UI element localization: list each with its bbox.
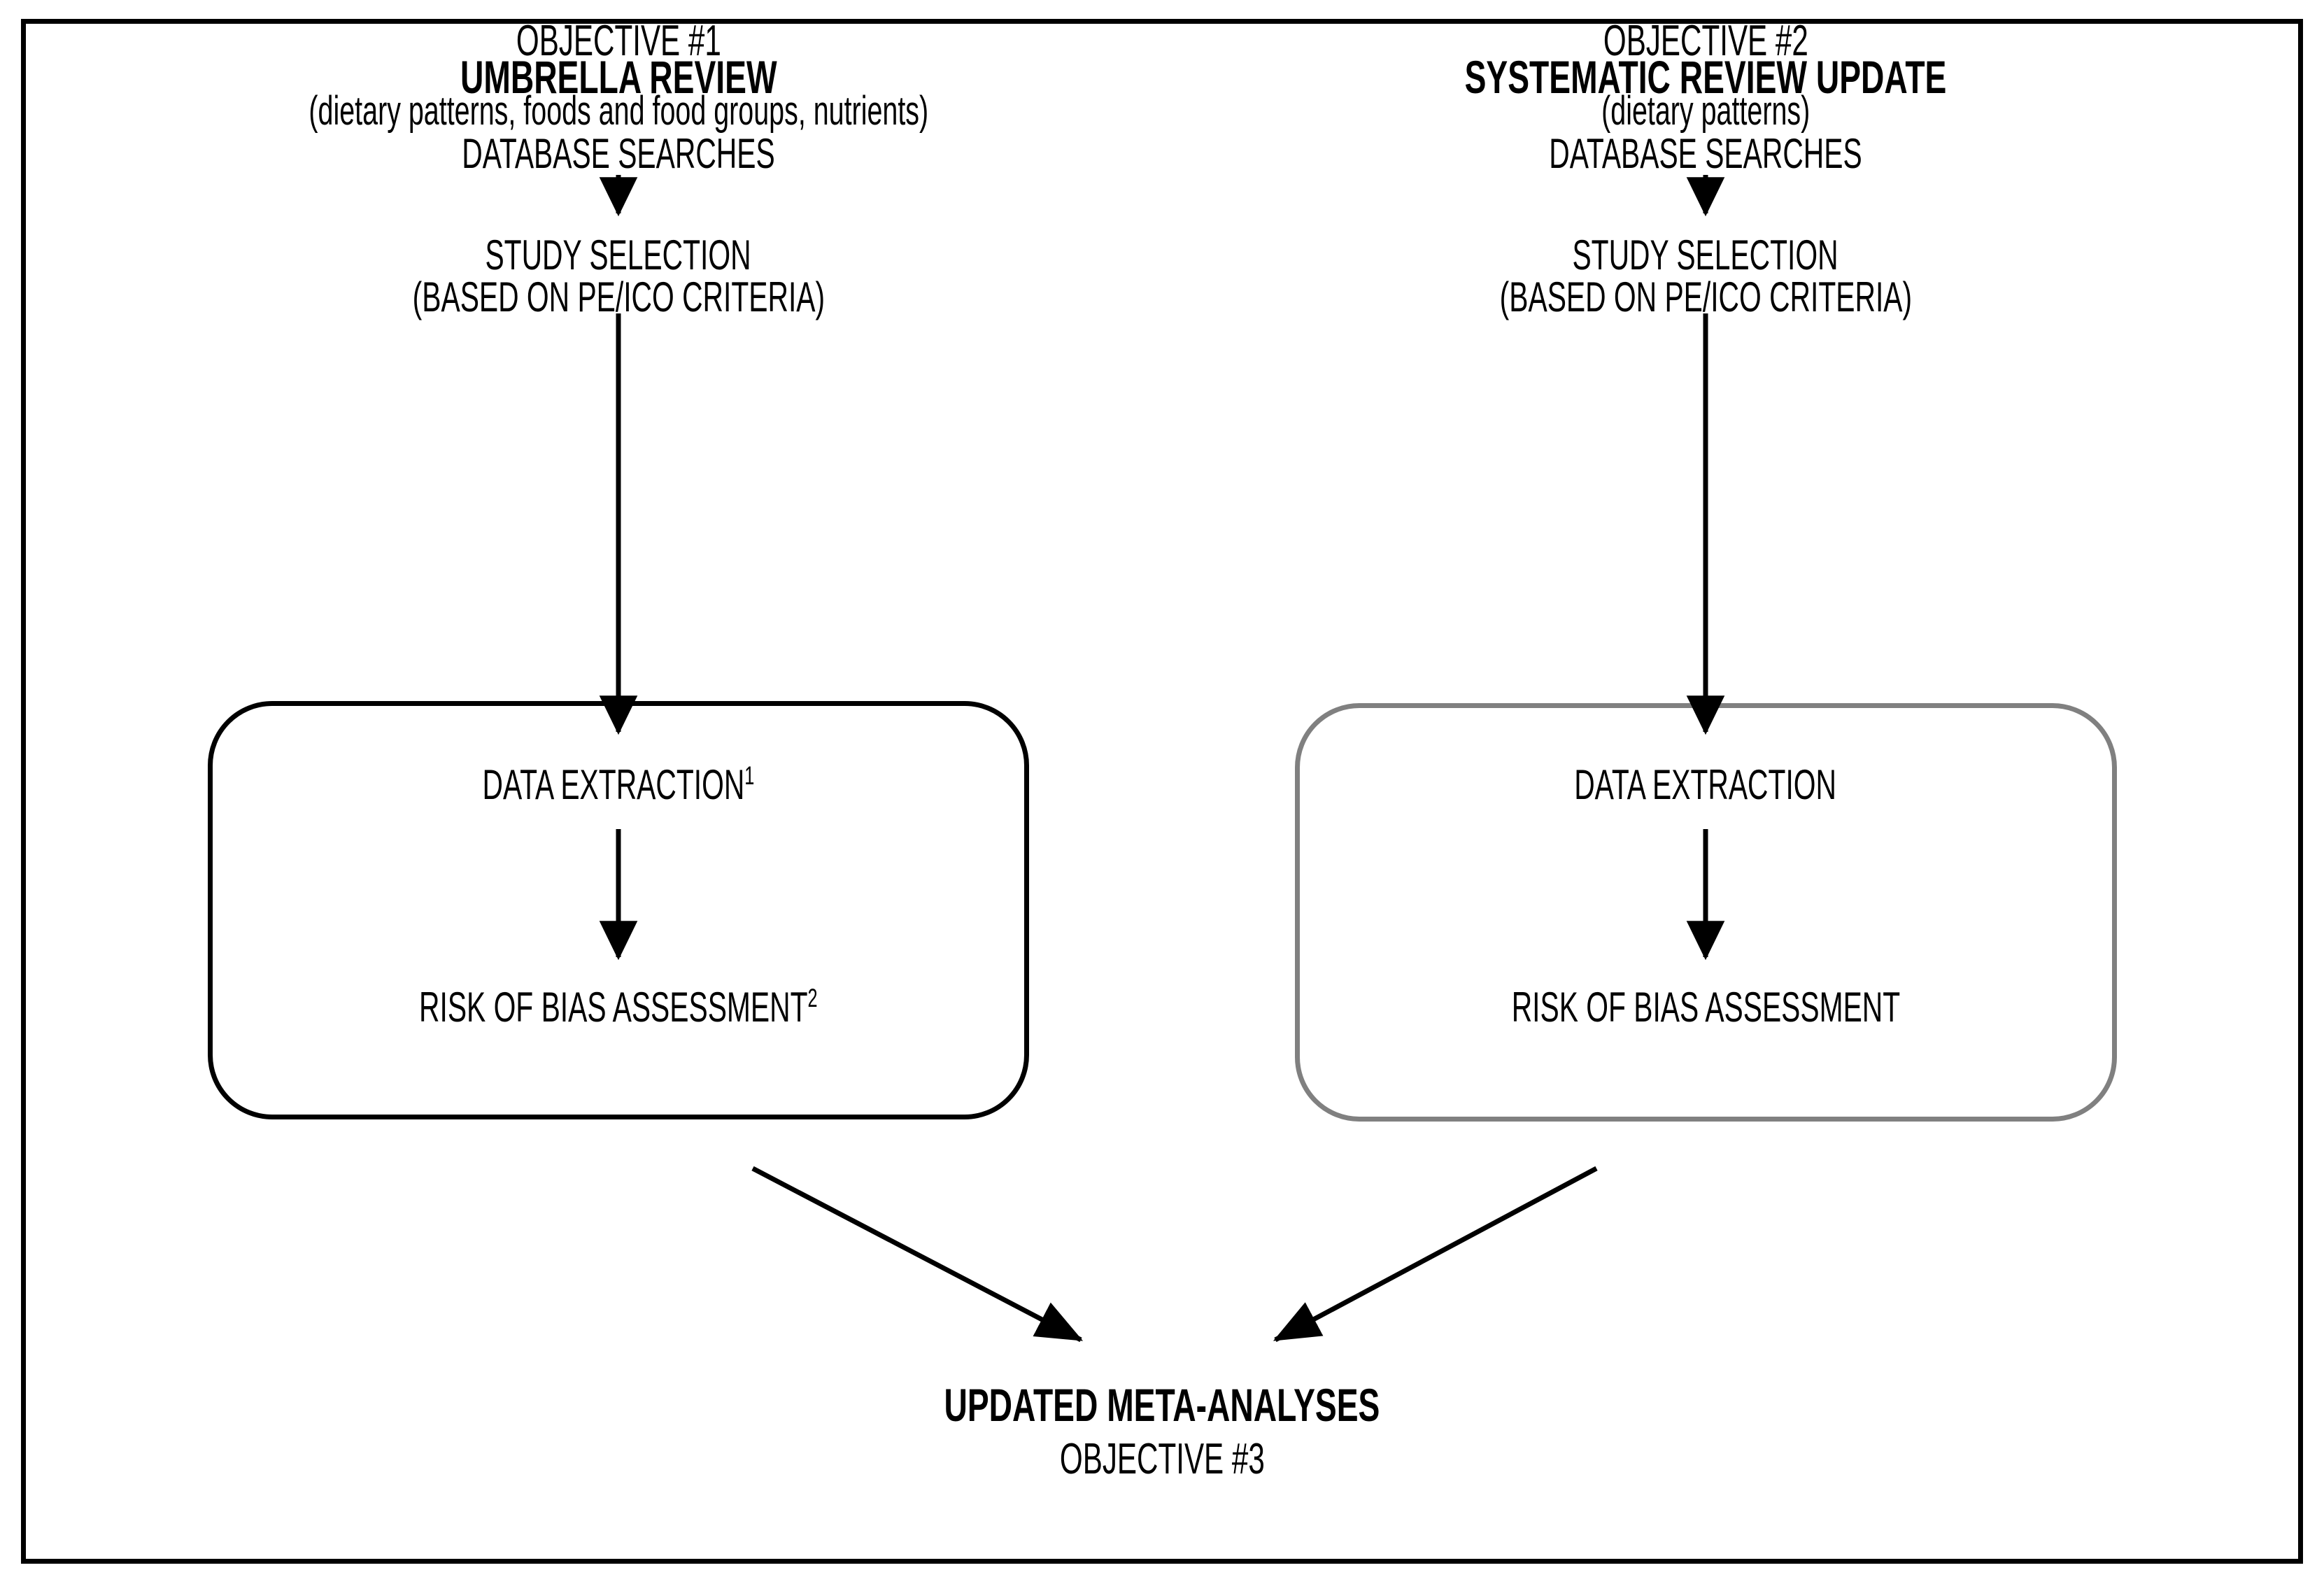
objective-2-step-study-selection: STUDY SELECTION: [1087, 234, 2324, 276]
objective-1-data-extraction-footnote-marker: 1: [744, 761, 755, 790]
objective-1-node-risk-of-bias: RISK OF BIAS ASSESSMENT2: [0, 983, 1237, 1031]
objective-1-step-database-searches: DATABASE SEARCHES: [0, 133, 1237, 175]
objective-1-step-study-selection: STUDY SELECTION: [0, 234, 1237, 276]
figure-outer-border: [21, 19, 2303, 1564]
objective-2-label-text: OBJECTIVE #2: [1603, 17, 1808, 65]
objective-1-scope: (dietary patterns, foods and food groups…: [0, 91, 1237, 132]
objective-2-step-criteria-text: (BASED ON PE/ICO CRITERIA): [1499, 274, 1912, 320]
objective-2-title: SYSTEMATIC REVIEW UPDATE: [1087, 54, 2324, 100]
objective-1-label-text: OBJECTIVE #1: [516, 17, 721, 65]
objective-2-step-criteria: (BASED ON PE/ICO CRITERIA): [1087, 276, 2324, 318]
objective-2-scope: (dietary patterns): [1087, 91, 2324, 132]
objective-1-label: OBJECTIVE #1: [0, 20, 1237, 63]
objective-2-node-data-extraction-text: DATA EXTRACTION: [1574, 761, 1837, 808]
outcome-objective-label-text: OBJECTIVE #3: [1059, 1435, 1265, 1483]
objective-2-node-risk-of-bias-text: RISK OF BIAS ASSESSMENT: [1511, 984, 1900, 1031]
outcome-objective-label: OBJECTIVE #3: [0, 1438, 2324, 1481]
outcome-title: UPDATED META-ANALYSES: [0, 1382, 2324, 1428]
objective-1-step-criteria-text: (BASED ON PE/ICO CRITERIA): [412, 274, 825, 320]
objective-1-node-data-extraction: DATA EXTRACTION1: [0, 761, 1237, 808]
objective-1-step-study-selection-text: STUDY SELECTION: [485, 232, 752, 278]
objective-1-node-data-extraction-text: DATA EXTRACTION1: [482, 761, 755, 808]
objective-2-step-study-selection-text: STUDY SELECTION: [1572, 232, 1839, 278]
objective-1-title: UMBRELLA REVIEW: [0, 54, 1237, 100]
objective-1-title-text: UMBRELLA REVIEW: [460, 51, 777, 103]
objective-1-step-database-searches-text: DATABASE SEARCHES: [462, 130, 775, 177]
outcome-title-text: UPDATED META-ANALYSES: [944, 1379, 1380, 1431]
objective-1-risk-of-bias-footnote-marker: 2: [807, 983, 818, 1012]
objective-2-node-data-extraction: DATA EXTRACTION: [1087, 763, 2324, 806]
objective-2-step-database-searches-text: DATABASE SEARCHES: [1549, 130, 1862, 177]
objective-2-node-risk-of-bias: RISK OF BIAS ASSESSMENT: [1087, 985, 2324, 1028]
objective-1-node-risk-of-bias-text: RISK OF BIAS ASSESSMENT2: [419, 983, 818, 1031]
objective-2-step-database-searches: DATABASE SEARCHES: [1087, 133, 2324, 175]
objective-2-title-text: SYSTEMATIC REVIEW UPDATE: [1464, 51, 1947, 103]
objective-1-step-criteria: (BASED ON PE/ICO CRITERIA): [0, 276, 1237, 318]
objective-2-label: OBJECTIVE #2: [1087, 20, 2324, 63]
objective-2-scope-text: (dietary patterns): [1601, 88, 1811, 134]
objective-1-scope-text: (dietary patterns, foods and food groups…: [309, 88, 928, 134]
